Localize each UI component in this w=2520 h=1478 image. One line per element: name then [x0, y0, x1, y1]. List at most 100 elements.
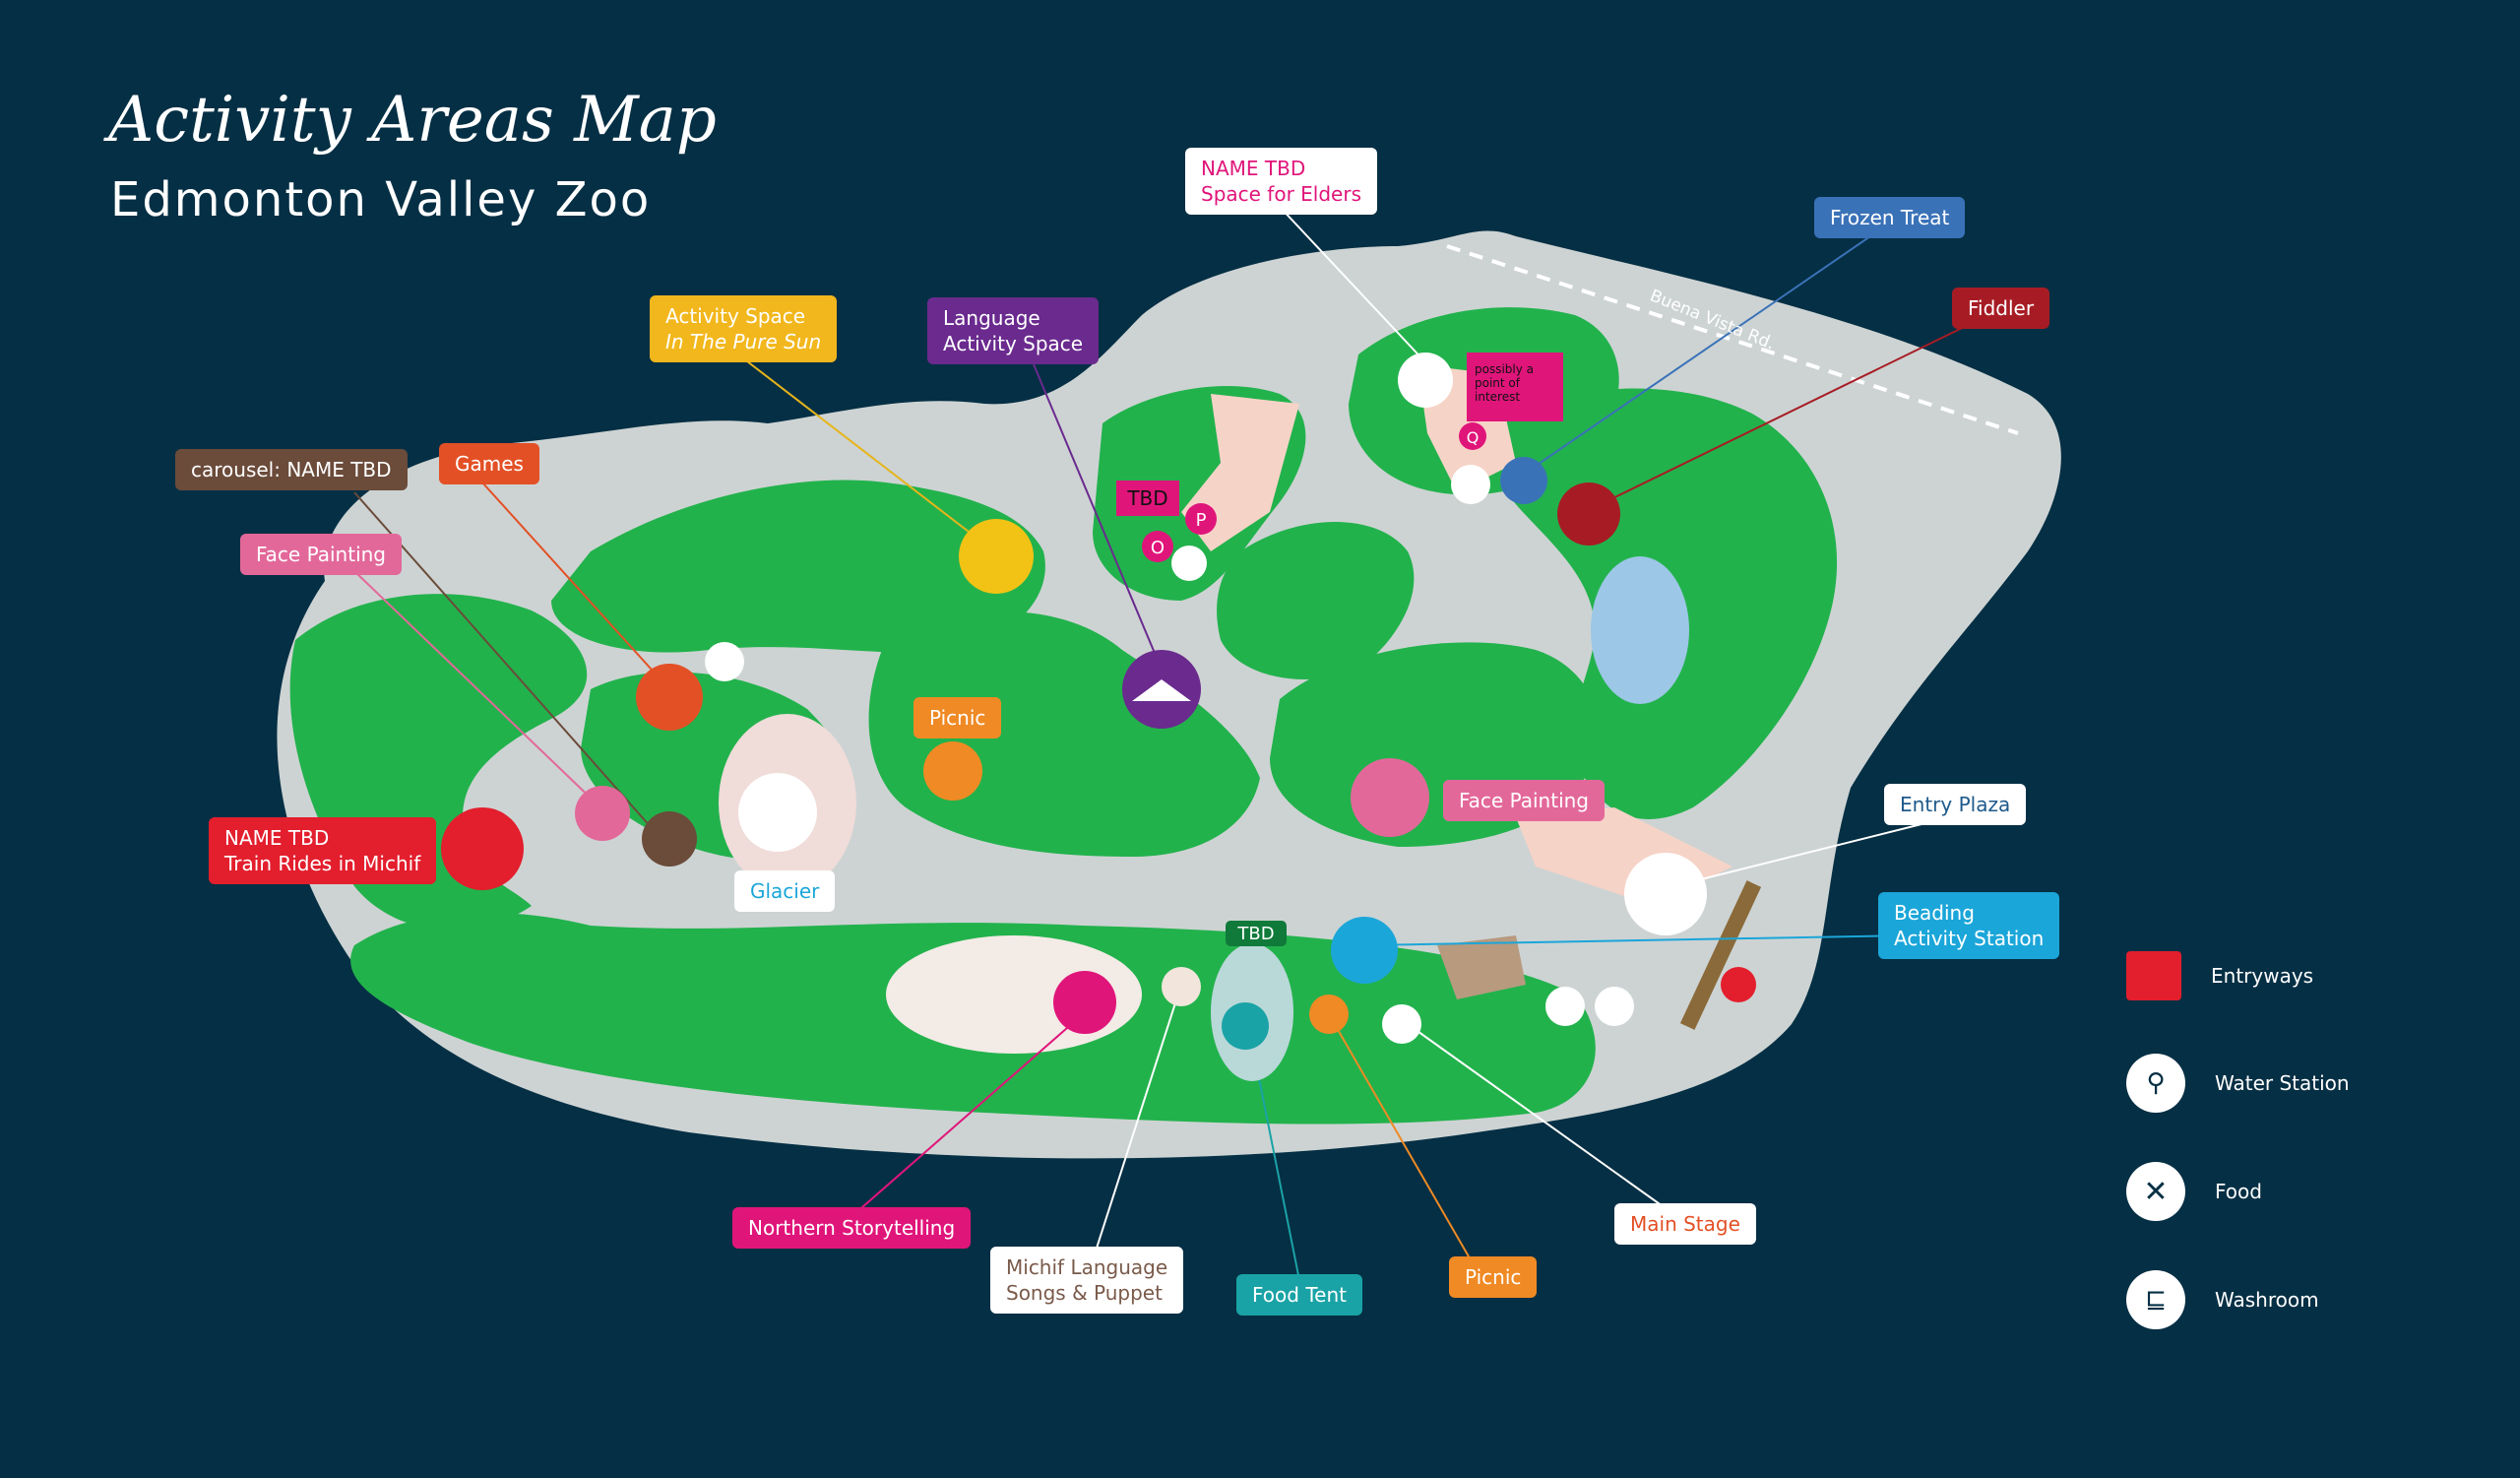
- label-games[interactable]: Games: [439, 443, 539, 484]
- label-picnic-center[interactable]: Picnic: [914, 697, 1002, 739]
- face-painting-left-icon: [575, 786, 630, 841]
- pure-sun-line1: Activity Space: [665, 304, 806, 328]
- michif-icon: [1162, 967, 1201, 1006]
- label-food-tent[interactable]: Food Tent: [1236, 1274, 1362, 1316]
- label-space-for-elders[interactable]: NAME TBD Space for Elders: [1185, 148, 1377, 215]
- legend-water-label: Water Station: [2215, 1071, 2350, 1095]
- map-title-script: Activity Areas Map: [108, 84, 717, 157]
- p-marker: P: [1196, 510, 1207, 531]
- picnic-bottom-icon: [1309, 995, 1349, 1034]
- water-station-icon: ⚲: [2126, 1054, 2185, 1113]
- games-icon: [636, 664, 703, 731]
- michif-line1: Michif Language: [1006, 1255, 1168, 1279]
- entryway-map-icon: [1721, 967, 1756, 1002]
- frozen-treat-icon: [1500, 457, 1547, 504]
- pure-sun-line2: In The Pure Sun: [665, 330, 822, 353]
- leader-stage: [1407, 1023, 1684, 1222]
- road-line: [1446, 244, 2019, 435]
- label-michif-language[interactable]: Michif Language Songs & Puppet: [990, 1247, 1184, 1314]
- glacier-icon: [738, 773, 817, 852]
- label-picnic-bottom[interactable]: Picnic: [1449, 1256, 1538, 1298]
- fiddler-icon: [1557, 482, 1620, 546]
- label-pure-sun[interactable]: Activity Space In The Pure Sun: [650, 295, 838, 362]
- tbd-tag-bg: [1116, 481, 1179, 516]
- leader-entry: [1672, 816, 1950, 887]
- train-line2: Train Rides in Michif: [224, 852, 421, 875]
- language-line2: Activity Space: [943, 332, 1084, 355]
- label-glacier[interactable]: Glacier: [734, 870, 836, 912]
- label-carousel[interactable]: carousel: NAME TBD: [175, 449, 408, 490]
- language-line1: Language: [943, 306, 1040, 330]
- tbd-small-bg: [1226, 921, 1287, 946]
- o-marker: O: [1151, 538, 1165, 558]
- label-fiddler[interactable]: Fiddler: [1952, 288, 2050, 329]
- train-icon: [441, 807, 524, 890]
- leader-frozen: [1525, 235, 1871, 474]
- label-language-activity[interactable]: Language Activity Space: [927, 297, 1100, 364]
- legend-entryways: Entryways: [2126, 951, 2313, 1000]
- washroom-north-icon: [1451, 465, 1490, 504]
- label-northern-storytelling[interactable]: Northern Storytelling: [732, 1207, 972, 1249]
- leader-story: [846, 1013, 1084, 1222]
- elders-line1: NAME TBD: [1201, 157, 1306, 180]
- michif-line2: Songs & Puppet: [1006, 1281, 1163, 1305]
- poi-note: possibly a point of interest: [1475, 362, 1535, 404]
- grass-north-west: [551, 480, 1045, 653]
- main-stage-icon: [1382, 1004, 1421, 1044]
- label-entry-plaza[interactable]: Entry Plaza: [1884, 784, 2027, 825]
- washroom-east-icon: [1545, 987, 1585, 1026]
- beading-line1: Beading: [1894, 901, 1975, 925]
- entry-gate: [1679, 880, 1762, 1030]
- legend-food-label: Food: [2215, 1180, 2262, 1203]
- food-tent-icon: [1222, 1002, 1269, 1050]
- p-marker-bg: [1185, 503, 1217, 535]
- label-train-rides[interactable]: NAME TBD Train Rides in Michif: [209, 817, 437, 884]
- washroom-icon: ⊑: [2126, 1270, 2185, 1329]
- leader-games: [481, 482, 670, 690]
- map-title: Edmonton Valley Zoo: [110, 172, 652, 227]
- beading-icon: [1331, 917, 1398, 984]
- legend-washroom: ⊑ Washroom: [2126, 1270, 2319, 1329]
- label-face-painting-left[interactable]: Face Painting: [240, 534, 403, 575]
- legend-food: ✕ Food: [2126, 1162, 2262, 1221]
- food-north-icon: [1171, 546, 1207, 581]
- label-beading[interactable]: Beading Activity Station: [1878, 892, 2060, 959]
- tbd-tag: TBD: [1126, 486, 1167, 510]
- label-main-stage[interactable]: Main Stage: [1614, 1203, 1756, 1245]
- pond: [1591, 556, 1689, 704]
- label-face-painting-right[interactable]: Face Painting: [1443, 780, 1606, 821]
- sun-activity-icon: [959, 519, 1034, 594]
- food-east-icon: [1595, 987, 1634, 1026]
- water-station-icon: [705, 642, 744, 681]
- poi-note-bg: [1467, 353, 1563, 421]
- legend-washroom-label: Washroom: [2215, 1288, 2319, 1312]
- building-stage: [1437, 935, 1526, 999]
- leader-fiddler: [1594, 314, 1989, 508]
- face-painting-right-icon: [1351, 758, 1429, 837]
- beading-line2: Activity Station: [1894, 927, 2045, 950]
- picnic-center-icon: [923, 741, 982, 801]
- leader-face-left: [353, 570, 601, 808]
- leader-elders: [1279, 206, 1428, 365]
- carousel-icon: [642, 811, 697, 867]
- food-icon: ✕: [2126, 1162, 2185, 1221]
- leader-language: [1033, 363, 1163, 671]
- storytelling-icon: [1053, 971, 1116, 1034]
- leader-picnic-bottom: [1328, 1013, 1478, 1271]
- elders-icon: [1398, 353, 1453, 408]
- elders-line2: Space for Elders: [1201, 182, 1361, 206]
- entryway-icon: [2126, 951, 2181, 1000]
- legend-water-station: ⚲ Water Station: [2126, 1054, 2350, 1113]
- leader-michif: [1092, 984, 1182, 1261]
- q-marker-bg: [1459, 422, 1486, 450]
- grass-elephant: [1217, 522, 1415, 679]
- leader-carousel: [353, 491, 661, 838]
- leader-beading: [1367, 934, 1911, 946]
- train-line1: NAME TBD: [224, 826, 330, 850]
- q-marker: Q: [1467, 428, 1480, 447]
- entry-plaza-icon: [1624, 853, 1707, 935]
- leader-sun: [737, 353, 995, 552]
- label-frozen-treat[interactable]: Frozen Treat: [1814, 197, 1966, 238]
